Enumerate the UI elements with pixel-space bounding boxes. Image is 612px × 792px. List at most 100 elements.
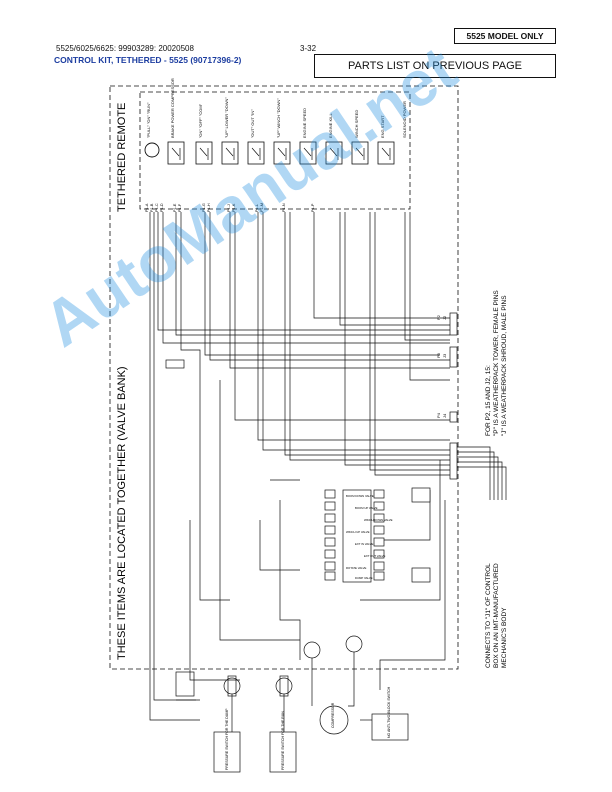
valve-solenoid	[373, 489, 385, 499]
remote-switch-labels: "PULL" "ON" "RUN"BRAKE POWER COMPRESSOR"…	[146, 78, 407, 138]
pin-label: P1-B	[150, 203, 154, 212]
valve-solenoid	[324, 513, 336, 523]
valve-solenoid	[324, 549, 336, 559]
pressure-switch-run-label: PRESSURE SWITCH FOR THE RUN	[281, 711, 285, 770]
remote-switch-label: "ON" "OFF" "COM"	[198, 103, 203, 138]
valve-labels: BOOM DOWN VALVE BOOM UP VALVE WINCH DOWN V…	[346, 494, 393, 580]
valve-label: EXT OUT VALVE	[364, 554, 386, 558]
lower-components	[175, 635, 409, 773]
remote-dashed-boundary	[139, 91, 411, 210]
remote-switch	[247, 141, 265, 165]
valve-solenoid	[324, 501, 336, 511]
valve-label: BOOM DOWN VALVE	[346, 494, 374, 498]
pin-label: P1-A	[145, 203, 149, 212]
pin-label: P1-D	[160, 203, 164, 212]
connector-p2-label: P2	[436, 314, 441, 320]
svg-text:"P" IS A WEATHERPACK TOWER, FE: "P" IS A WEATHERPACK TOWER, FEMALE PINS	[493, 290, 500, 436]
valve-label: EXT IN VALVE	[355, 542, 373, 546]
svg-text:FOR P2, 15 AND J2, 15:: FOR P2, 15 AND J2, 15:	[485, 365, 492, 436]
switch-lever-icon	[251, 147, 261, 160]
connector-p3-label: P3	[436, 352, 441, 358]
pin-label: P1-H	[207, 203, 211, 212]
overall-dashed-boundary	[109, 85, 459, 670]
pin-label: P1-K	[232, 203, 236, 212]
switch-lever-icon	[329, 147, 339, 160]
valve-solenoid	[324, 525, 336, 535]
remote-switch-label: "PULL" "ON" "RUN"	[146, 102, 151, 138]
remote-switch	[273, 141, 291, 165]
pin-label: P1-F	[178, 203, 182, 212]
connector-j4-label: J4	[442, 413, 447, 418]
valve-label: DUMP VALVE	[355, 576, 373, 580]
valve-label: WINCH DOWN VALVE	[364, 518, 393, 522]
svg-text:BOX ON AN IMT-MANUFACTURED: BOX ON AN IMT-MANUFACTURED	[493, 563, 500, 668]
valve-solenoid	[373, 525, 385, 535]
remote-label: TETHERED REMOTE	[116, 103, 128, 212]
page-title: CONTROL KIT, TETHERED - 5525 (90717396-2…	[54, 55, 242, 65]
remote-switch-label: SOLENOID POWER	[402, 101, 407, 138]
valve-solenoid	[373, 561, 385, 571]
pin-label: P1-N	[282, 203, 286, 212]
remote-switch-label: "OUT" OUT "IN"	[250, 109, 255, 138]
remote-switch	[221, 141, 239, 165]
connector-j3-label: J3	[442, 353, 447, 358]
valve-solenoid	[324, 537, 336, 547]
switch-lever-icon	[225, 147, 235, 160]
pin-label: P1-G	[202, 203, 206, 212]
model-badge: 5525 MODEL ONLY	[454, 28, 556, 44]
page-number: 3-32	[300, 44, 317, 53]
pin-label: P1-E	[173, 203, 177, 212]
valve-solenoid	[324, 571, 336, 581]
document-reference: 5525/6025/6625: 99903289: 20020508	[56, 44, 194, 53]
switch-lever-icon	[303, 147, 313, 160]
valve-solenoid	[324, 489, 336, 499]
valve-solenoid	[373, 501, 385, 511]
external-cable	[457, 446, 507, 500]
svg-text:CONNECTS TO "J1" OF CONTROL: CONNECTS TO "J1" OF CONTROL	[485, 563, 492, 668]
remote-switch	[325, 141, 343, 165]
valve-solenoid	[324, 561, 336, 571]
remote-switch-label: ENG START	[380, 115, 385, 138]
remote-switch	[351, 141, 369, 165]
valve-solenoid	[373, 537, 385, 547]
compressor-label: COMPRESSOR	[331, 702, 335, 728]
valve-solenoid	[373, 549, 385, 559]
remote-switch-label: ENGINE SPEED	[302, 108, 307, 138]
pull-knob-icon	[144, 142, 160, 158]
remote-switch	[167, 141, 185, 165]
connects-notes: CONNECTS TO "J1" OF CONTROL BOX ON AN IM…	[485, 563, 508, 668]
svg-text:"J" IS A WEATHERPACK SHROUD, M: "J" IS A WEATHERPACK SHROUD, MALE PINS	[501, 295, 508, 436]
valve-solenoid	[373, 513, 385, 523]
remote-switches	[167, 141, 395, 165]
remote-switch	[299, 141, 317, 165]
harness-wires	[149, 212, 450, 721]
anti-two-block-label: NO ANTI-TWO-BLOCK SWITCH	[387, 686, 391, 738]
valve-label: BOOM UP VALVE	[355, 506, 378, 510]
remote-switch-label: ENGINE KILL	[328, 113, 333, 138]
pin-label: P1-L	[255, 204, 259, 212]
parts-note: PARTS LIST ON PREVIOUS PAGE	[314, 54, 556, 78]
remote-switch	[377, 141, 395, 165]
pin-notes: FOR P2, 15 AND J2, 15: "P" IS A WEATHERP…	[485, 290, 508, 436]
switch-lever-icon	[171, 147, 181, 160]
harness-connectors	[165, 312, 458, 583]
valve-solenoid	[373, 571, 385, 581]
pin-label: P1-M	[260, 203, 264, 212]
valve-label: WINCH UP VALVE	[346, 530, 370, 534]
svg-text:MECHANIC'S BODY: MECHANIC'S BODY	[501, 607, 508, 668]
connector-j2-label: J2	[442, 315, 447, 320]
remote-switch-label: WINCH SPEED	[354, 110, 359, 138]
remote-switch-label: "UP" WINCH "DOWN"	[276, 98, 281, 138]
pressure-switch-dump-label: PRESSURE SWITCH FOR THE DUMP	[225, 708, 229, 770]
pin-label: P1-J	[227, 204, 231, 212]
switch-lever-icon	[199, 147, 209, 160]
pin-label: P1-P	[311, 203, 315, 212]
switch-lever-icon	[381, 147, 391, 160]
switch-lever-icon	[355, 147, 365, 160]
remote-switch	[195, 141, 213, 165]
valve-solenoids	[324, 489, 385, 581]
switch-lever-icon	[277, 147, 287, 160]
remote-switch-label: "UP" LOWER "DOWN"	[224, 97, 229, 138]
